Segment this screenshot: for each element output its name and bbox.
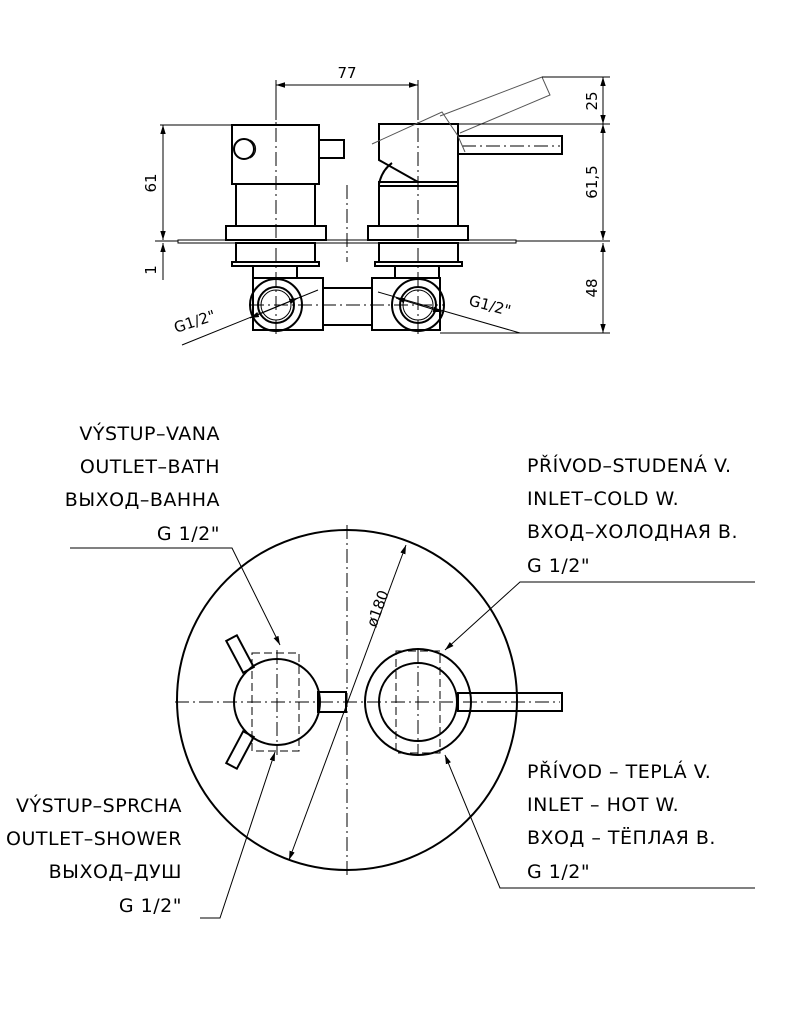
dim-right-height: 61,5	[583, 165, 601, 198]
label-line: ВЫХОД–ДУШ	[49, 861, 182, 883]
label-line: OUTLET–SHOWER	[6, 828, 182, 850]
left-valve-side	[225, 80, 345, 335]
dim-left-height: 61	[142, 173, 160, 192]
label-line: ВХОД–ХОЛОДНАЯ В.	[527, 521, 738, 543]
label-line: G 1/2"	[527, 861, 590, 883]
label-line: OUTLET–BATH	[80, 456, 220, 478]
label-line: VÝSTUP–SPRCHA	[16, 794, 182, 817]
mixer-knob	[364, 648, 563, 756]
label-line: PŘÍVOD–STUDENÁ V.	[527, 454, 732, 477]
label-line: G 1/2"	[157, 523, 220, 545]
dim-diameter: ø180	[363, 588, 393, 630]
label-line: PŘÍVOD – TEPLÁ V.	[527, 760, 711, 783]
side-view: 77 61 1 25 61,5 48 G1/2" G1/2"	[142, 64, 610, 346]
label-line: VÝSTUP–VANA	[79, 422, 220, 445]
dim-depth: 48	[583, 278, 601, 297]
label-inlet-cold: PŘÍVOD–STUDENÁ V. INLET–COLD W. ВХОД–ХОЛ…	[527, 454, 738, 577]
thread-right-label: G1/2"	[467, 291, 513, 319]
label-line: G 1/2"	[119, 895, 182, 917]
label-outlet-shower: VÝSTUP–SPRCHA OUTLET–SHOWER ВЫХОД–ДУШ G …	[6, 794, 182, 917]
label-outlet-bath: VÝSTUP–VANA OUTLET–BATH ВЫХОД–ВАННА G 1/…	[65, 422, 220, 545]
label-line: ВЫХОД–ВАННА	[65, 489, 220, 511]
dim-center-distance: 77	[337, 64, 356, 82]
label-line: ВХОД – ТЁПЛАЯ В.	[527, 826, 716, 849]
label-line: G 1/2"	[527, 555, 590, 577]
label-line: INLET–COLD W.	[527, 488, 679, 510]
thread-left-label: G1/2"	[172, 306, 218, 336]
label-line: INLET – HOT W.	[527, 794, 679, 816]
front-view: ø180	[70, 525, 755, 919]
label-inlet-hot: PŘÍVOD – TEPLÁ V. INLET – HOT W. ВХОД – …	[527, 760, 716, 883]
dim-lever-rise: 25	[583, 91, 601, 110]
right-valve-side	[367, 76, 563, 335]
dim-plate-thickness: 1	[142, 265, 160, 275]
